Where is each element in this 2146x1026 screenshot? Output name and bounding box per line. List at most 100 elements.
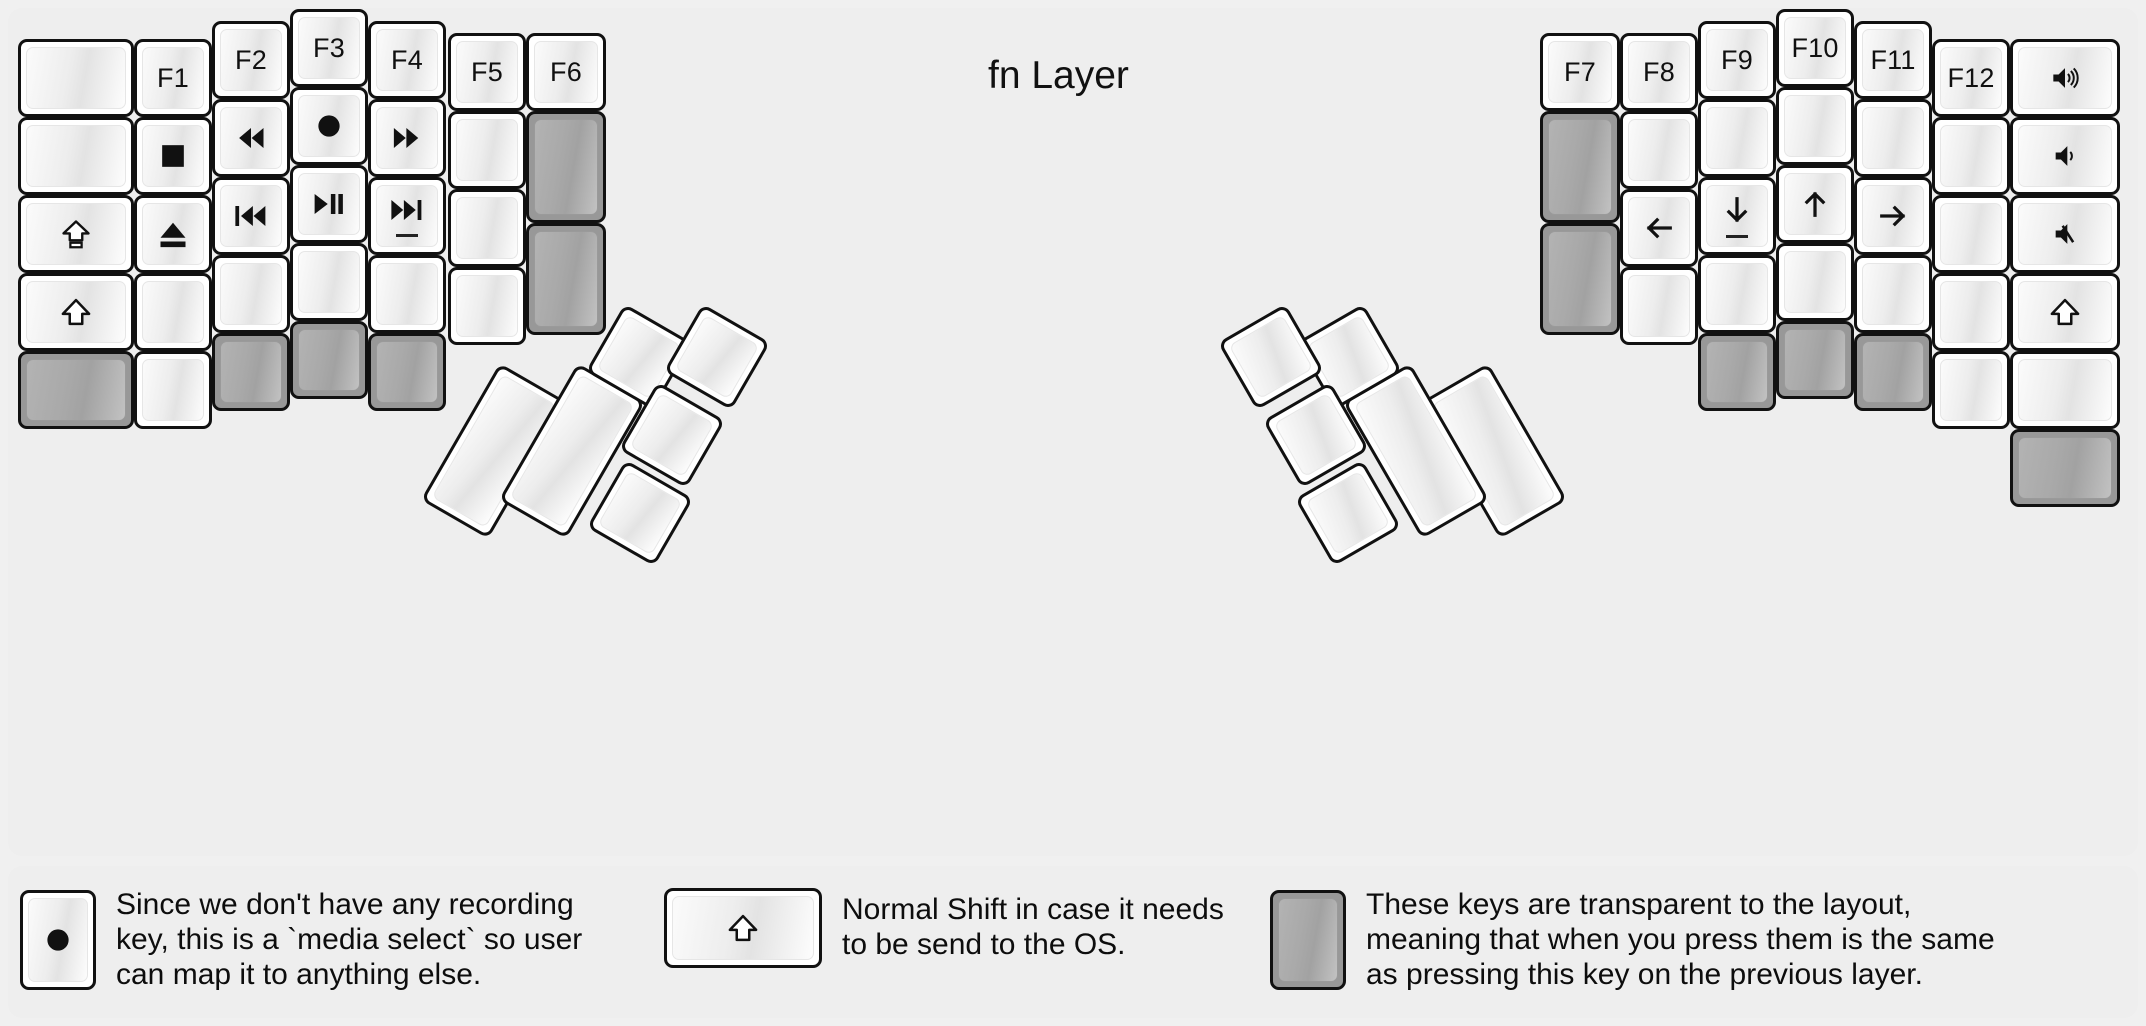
key-right-index-inner-1[interactable] — [1620, 111, 1698, 189]
key-right-index-inner-3[interactable] — [1620, 267, 1698, 345]
key-left-ring-4[interactable] — [212, 333, 290, 411]
keycap-legend: F9 — [1721, 44, 1753, 75]
keycap-face — [142, 203, 204, 265]
key-left-middle-3[interactable] — [290, 243, 368, 321]
keycap-legend: F8 — [1643, 58, 1675, 86]
key-right-inner-0[interactable]: F7 — [1540, 33, 1620, 111]
keycap-face — [26, 359, 126, 421]
keycap-label: F4 — [391, 44, 423, 75]
keycap-face — [1706, 107, 1768, 169]
key-left-index-4[interactable] — [368, 333, 446, 411]
key-right-index-4[interactable] — [1698, 333, 1776, 411]
key-left-inner-1[interactable] — [526, 111, 606, 223]
key-right-pinky-outer-3[interactable] — [2010, 273, 2120, 351]
key-left-pinky-0[interactable]: F1 — [134, 39, 212, 117]
key-right-pinky-4[interactable] — [1932, 351, 2010, 429]
key-left-inner-2[interactable] — [526, 223, 606, 335]
key-right-index-inner-0[interactable]: F8 — [1620, 33, 1698, 111]
keycap-legend: F1 — [157, 62, 189, 93]
keycap-face — [298, 329, 360, 391]
key-left-inner-0[interactable]: F6 — [526, 33, 606, 111]
key-right-index-3[interactable] — [1698, 255, 1776, 333]
key-right-middle-4[interactable] — [1776, 321, 1854, 399]
key-left-ring-2[interactable] — [212, 177, 290, 255]
key-right-pinky-1[interactable] — [1932, 117, 2010, 195]
keycap-legend: F3 — [313, 32, 345, 63]
keycap-face — [2018, 437, 2112, 499]
key-left-middle-0[interactable]: F3 — [290, 9, 368, 87]
media-rewind-icon — [234, 123, 268, 153]
key-right-middle-3[interactable] — [1776, 243, 1854, 321]
legend-sample-key-1 — [664, 888, 822, 968]
keycap-face — [456, 275, 518, 337]
keycap-label: F11 — [1870, 44, 1916, 75]
key-right-index-1[interactable] — [1698, 99, 1776, 177]
key-right-ring-3[interactable] — [1854, 255, 1932, 333]
key-right-pinky-outer-0[interactable] — [2010, 39, 2120, 117]
key-left-ring-3[interactable] — [212, 255, 290, 333]
key-right-ring-2[interactable] — [1854, 177, 1932, 255]
key-right-ring-1[interactable] — [1854, 99, 1932, 177]
key-right-inner-2[interactable] — [1540, 223, 1620, 335]
keycap-legend — [1877, 201, 1909, 231]
key-left-middle-2[interactable] — [290, 165, 368, 243]
key-left-pinky-outer-3[interactable] — [18, 273, 134, 351]
keycap-face — [456, 119, 518, 181]
key-right-index-2[interactable] — [1698, 177, 1776, 255]
key-left-middle-4[interactable] — [290, 321, 368, 399]
key-left-index-inner-0[interactable]: F5 — [448, 33, 526, 111]
key-right-middle-0[interactable]: F10 — [1776, 9, 1854, 87]
key-left-index-1[interactable] — [368, 99, 446, 177]
key-left-index-0[interactable]: F4 — [368, 21, 446, 99]
keycap-face: F3 — [298, 17, 360, 79]
media-record-icon — [43, 925, 73, 955]
key-left-ring-0[interactable]: F2 — [212, 21, 290, 99]
key-left-index-inner-1[interactable] — [448, 111, 526, 189]
key-right-index-0[interactable]: F9 — [1698, 21, 1776, 99]
key-left-ring-1[interactable] — [212, 99, 290, 177]
keycap-face — [376, 185, 438, 247]
key-right-pinky-3[interactable] — [1932, 273, 2010, 351]
keycap-legend: F4 — [391, 44, 423, 75]
key-right-pinky-outer-1[interactable] — [2010, 117, 2120, 195]
key-left-index-2[interactable] — [368, 177, 446, 255]
keycap-face: F8 — [1628, 41, 1690, 103]
key-right-pinky-outer-4[interactable] — [2010, 351, 2120, 429]
legend-sample-key-0 — [20, 890, 96, 991]
key-right-pinky-0[interactable]: F12 — [1932, 39, 2010, 117]
key-right-ring-4[interactable] — [1854, 333, 1932, 411]
key-right-pinky-2[interactable] — [1932, 195, 2010, 273]
key-left-pinky-outer-2[interactable] — [18, 195, 134, 273]
legend-sample-face — [28, 898, 88, 983]
key-left-pinky-outer-1[interactable] — [18, 117, 134, 195]
key-left-index-inner-2[interactable] — [448, 189, 526, 267]
keycap-legend — [234, 123, 268, 153]
key-left-pinky-4[interactable] — [134, 351, 212, 429]
key-left-pinky-3[interactable] — [134, 273, 212, 351]
keycap-label: F3 — [313, 32, 345, 63]
key-left-pinky-2[interactable] — [134, 195, 212, 273]
key-left-pinky-outer-0[interactable] — [18, 39, 134, 117]
keycap-legend — [1800, 188, 1830, 220]
key-right-middle-2[interactable] — [1776, 165, 1854, 243]
key-left-index-3[interactable] — [368, 255, 446, 333]
key-right-index-inner-2[interactable] — [1620, 189, 1698, 267]
key-left-index-inner-3[interactable] — [448, 267, 526, 345]
keycap-face: F12 — [1940, 47, 2002, 109]
key-left-pinky-1[interactable] — [134, 117, 212, 195]
keycap-label: F9 — [1721, 44, 1753, 75]
key-left-pinky-outer-4[interactable] — [18, 351, 134, 429]
keycap-legend — [311, 189, 347, 219]
key-right-pinky-outer-5[interactable] — [2010, 429, 2120, 507]
key-right-ring-0[interactable]: F11 — [1854, 21, 1932, 99]
key-right-middle-1[interactable] — [1776, 87, 1854, 165]
keycap-face — [142, 125, 204, 187]
key-left-middle-1[interactable] — [290, 87, 368, 165]
legend-panel — [8, 866, 2138, 1018]
keycap-face — [26, 125, 126, 187]
keycap-label: F1 — [157, 62, 189, 93]
keycap-face — [456, 197, 518, 259]
key-right-pinky-outer-2[interactable] — [2010, 195, 2120, 273]
key-right-inner-1[interactable] — [1540, 111, 1620, 223]
